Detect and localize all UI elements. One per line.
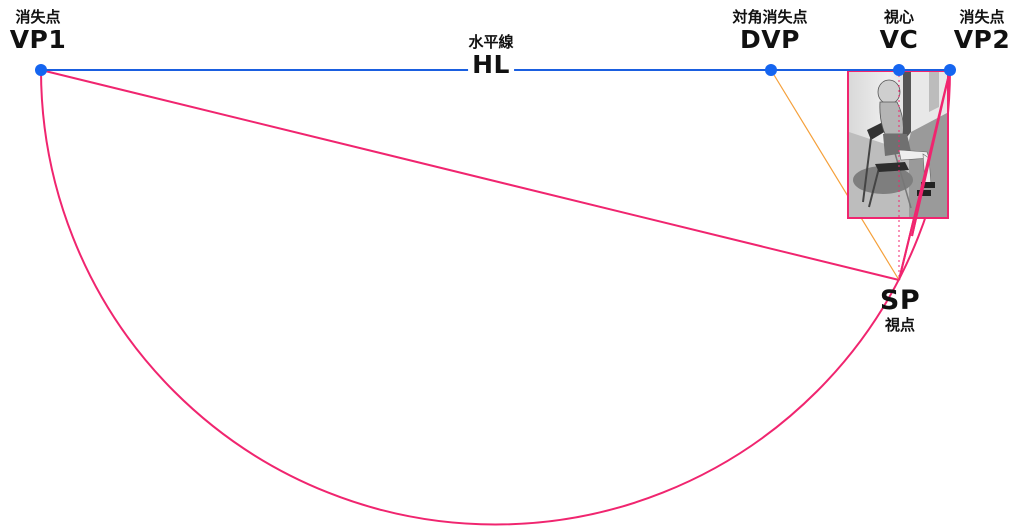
vc-label: 視心 VC: [880, 8, 919, 54]
dvp-label-en: DVP: [740, 25, 800, 54]
dvp-point: [765, 64, 777, 76]
measuring-arc: [40, 69, 951, 526]
line-vp2-sp-b-top: [911, 69, 951, 237]
hl-label-jp: 水平線: [468, 33, 514, 51]
vp2-label: 消失点 VP2: [954, 8, 1011, 54]
vc-point: [893, 64, 905, 76]
vp1-label-jp: 消失点: [15, 8, 61, 26]
vp1-point: [35, 64, 47, 76]
vc-label-en: VC: [879, 25, 919, 54]
vp1-label: 消失点 VP1: [10, 8, 67, 54]
line-vp1-sp: [40, 69, 900, 281]
dvp-label-jp: 対角消失点: [732, 8, 808, 26]
vp2-point: [944, 64, 956, 76]
hl-label-en: HL: [468, 51, 514, 79]
line-dvp-sp: [770, 69, 900, 281]
vc-label-jp: 視心: [883, 8, 915, 26]
dvp-label: 対角消失点 DVP: [732, 8, 807, 54]
hl-label: 水平線 HL: [468, 33, 514, 79]
vp2-label-en: VP2: [953, 25, 1011, 54]
sp-label: SP 視点: [879, 285, 921, 335]
vp1-label-en: VP1: [9, 25, 67, 54]
sp-label-en: SP: [879, 285, 921, 316]
vp2-label-jp: 消失点: [959, 8, 1005, 26]
sp-label-jp: 視点: [884, 316, 916, 334]
